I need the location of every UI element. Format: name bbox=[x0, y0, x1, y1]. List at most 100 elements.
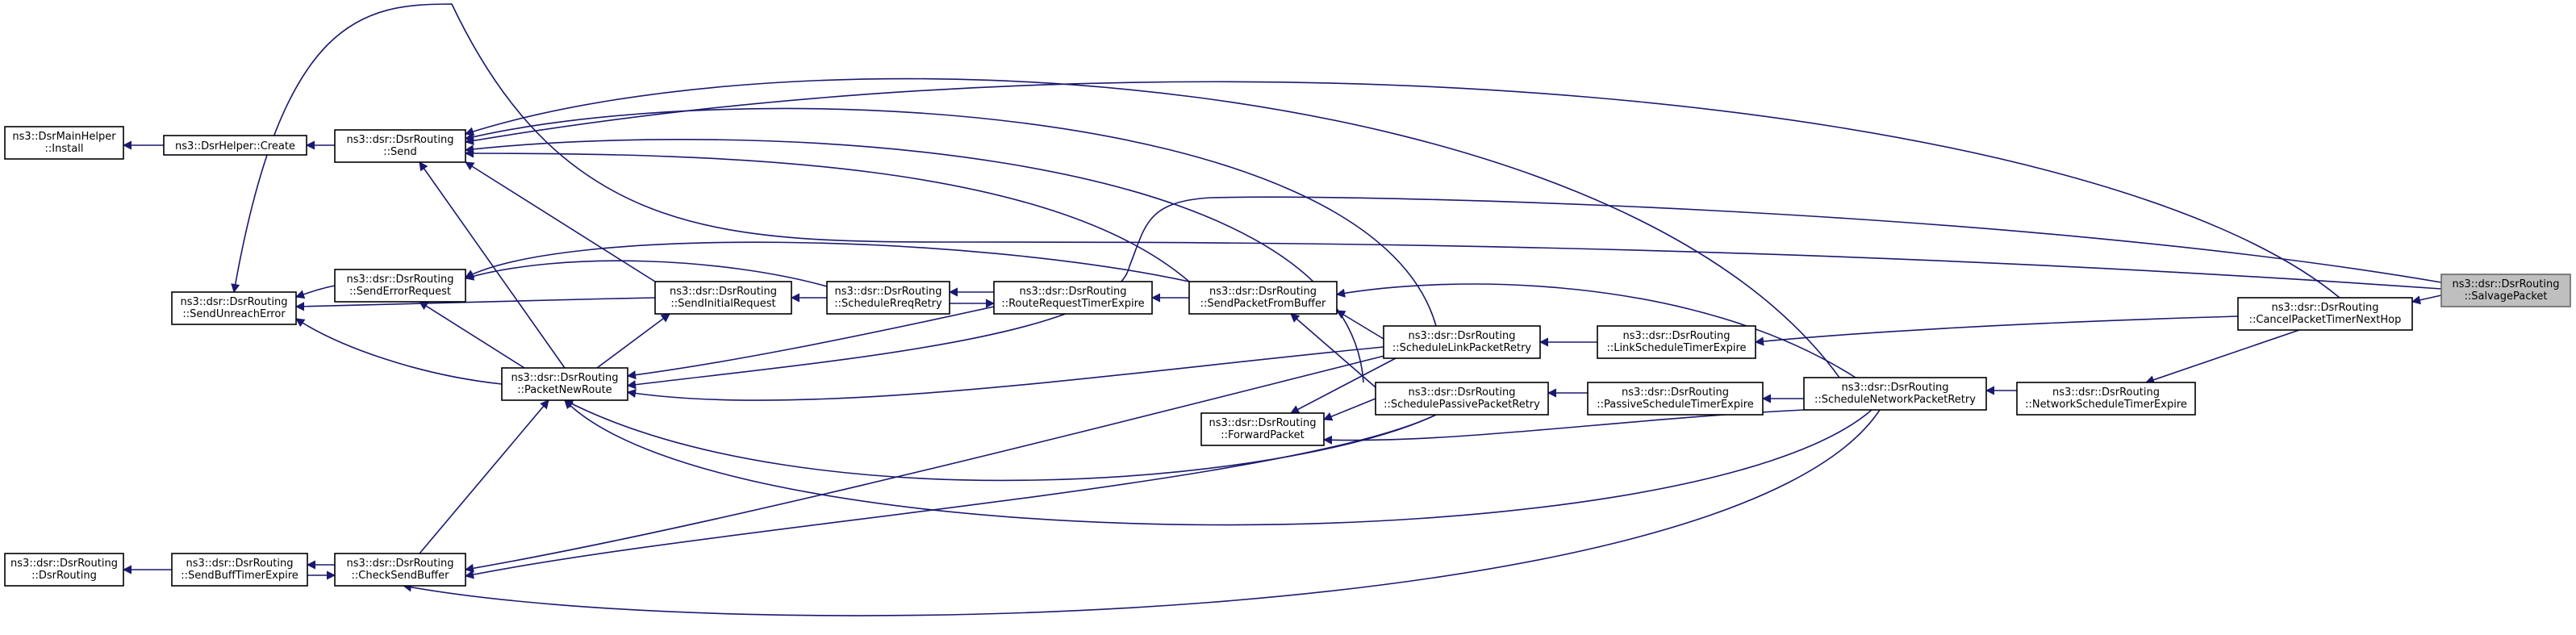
node-box bbox=[826, 281, 950, 315]
node-label-line1: ns3::dsr::DsrRouting bbox=[2453, 278, 2560, 290]
node-send-from-buffer[interactable]: ns3::dsr::DsrRouting::SendPacketFromBuff… bbox=[1188, 281, 1338, 315]
edge-sched_rreq-to-send_error bbox=[464, 260, 828, 287]
node-label-line2: ::ScheduleLinkPacketRetry bbox=[1392, 342, 1532, 354]
node-box bbox=[163, 135, 307, 156]
node-label-line1: ns3::dsr::DsrRouting bbox=[1020, 286, 1127, 298]
node-check-buffer[interactable]: ns3::dsr::DsrRouting::CheckSendBuffer bbox=[334, 553, 466, 587]
edge-rreq_timer-to-packet_new_route bbox=[626, 306, 995, 380]
node-label-line2: ::PacketNewRoute bbox=[517, 384, 612, 396]
node-label-line1: ns3::DsrMainHelper bbox=[12, 131, 116, 143]
node-box bbox=[171, 553, 308, 587]
edge-packet_new_route-to-send_initial bbox=[596, 313, 670, 369]
edge-packet_new_route-to-send_unreach bbox=[295, 318, 503, 385]
node-label-line2: ::DsrRouting bbox=[31, 570, 97, 582]
edge-sched_link-to-forward bbox=[1290, 357, 1397, 414]
edge-cancel_timer-to-send bbox=[464, 81, 2340, 299]
node-box bbox=[334, 553, 466, 587]
node-label-line1: ns3::dsr::DsrRouting bbox=[1623, 330, 1731, 342]
edge-cancel_timer-to-network_timer bbox=[2144, 329, 2300, 385]
node-label-line2: ::SendErrorRequest bbox=[349, 286, 451, 298]
edge-sched_network-to-packet_new_route bbox=[564, 399, 1873, 526]
edge-sched_link-to-check_buffer bbox=[464, 354, 1388, 573]
node-link-timer[interactable]: ns3::dsr::DsrRouting::LinkScheduleTimerE… bbox=[1597, 325, 1756, 359]
edge-sched_network-to-send bbox=[464, 77, 1840, 378]
node-send-initial[interactable]: ns3::dsr::DsrRouting::SendInitialRequest bbox=[654, 281, 792, 315]
node-label-line2: ::ForwardPacket bbox=[1221, 429, 1305, 441]
node-label-line2: ::RouteRequestTimerExpire bbox=[1001, 298, 1144, 310]
node-main-install[interactable]: ns3::DsrMainHelper::Install bbox=[4, 126, 124, 160]
edge-salvage-to-cancel_timer bbox=[2411, 295, 2442, 305]
node-network-timer[interactable]: ns3::dsr::DsrRouting::NetworkScheduleTim… bbox=[2016, 382, 2196, 416]
node-box bbox=[1597, 325, 1756, 359]
node-label-line1: ns3::dsr::DsrRouting bbox=[2272, 302, 2379, 314]
node-label-line2: ::Send bbox=[383, 146, 417, 158]
edge-sched_passive-to-check_buffer bbox=[464, 414, 1437, 579]
node-label-line1: ns3::dsr::DsrRouting bbox=[181, 296, 288, 308]
edge-sched_passive-to-packet_new_route bbox=[564, 399, 1437, 482]
node-box bbox=[501, 367, 628, 401]
edge-sched_network-to-check_buffer bbox=[402, 409, 1881, 616]
edge-salvage-to-packet_new_route bbox=[626, 196, 2442, 390]
edge-sched_link-to-send_from_buffer bbox=[1336, 310, 1384, 340]
node-label-line1: ns3::DsrHelper::Create bbox=[175, 140, 295, 152]
node-sched-network[interactable]: ns3::dsr::DsrRouting::ScheduleNetworkPac… bbox=[1803, 377, 1987, 411]
node-sched-passive[interactable]: ns3::dsr::DsrRouting::SchedulePassivePac… bbox=[1375, 382, 1549, 416]
node-label-line2: ::SendUnreachError bbox=[182, 308, 286, 320]
node-label-line1: ns3::dsr::DsrRouting bbox=[1622, 386, 1729, 399]
edge-send_initial-to-send_unreach bbox=[294, 297, 656, 311]
node-label-line2: ::SendBuffTimerExpire bbox=[181, 570, 299, 582]
node-label-line1: ns3::dsr::DsrRouting bbox=[347, 558, 454, 570]
node-label-line2: ::CheckSendBuffer bbox=[352, 570, 450, 582]
node-cancel-timer[interactable]: ns3::dsr::DsrRouting::CancelPacketTimerN… bbox=[2237, 297, 2413, 331]
node-box bbox=[993, 281, 1153, 315]
node-rreq-timer[interactable]: ns3::dsr::DsrRouting::RouteRequestTimerE… bbox=[993, 281, 1153, 315]
node-label-line1: ns3::dsr::DsrRouting bbox=[1409, 386, 1516, 399]
node-sched-rreq[interactable]: ns3::dsr::DsrRouting::ScheduleRreqRetry bbox=[826, 281, 950, 315]
node-label-line2: ::LinkScheduleTimerExpire bbox=[1606, 342, 1746, 354]
edge-sched_passive-to-send_from_buffer bbox=[1290, 313, 1376, 388]
edge-packet_new_route-to-send bbox=[419, 161, 566, 369]
edge-sched_passive-to-forward bbox=[1322, 398, 1376, 421]
node-forward[interactable]: ns3::dsr::DsrRouting::ForwardPacket bbox=[1200, 412, 1325, 446]
node-label-line2: ::PassiveScheduleTimerExpire bbox=[1597, 399, 1754, 411]
node-label-line2: ::CancelPacketTimerNextHop bbox=[2249, 314, 2402, 326]
node-label-line1: ns3::dsr::DsrRouting bbox=[186, 558, 294, 570]
node-passive-timer[interactable]: ns3::dsr::DsrRouting::PassiveScheduleTim… bbox=[1587, 382, 1764, 416]
node-box bbox=[1200, 412, 1325, 446]
edge-cancel_timer-to-link_timer bbox=[1754, 315, 2239, 346]
node-label-line2: ::SchedulePassivePacketRetry bbox=[1384, 399, 1540, 411]
node-box bbox=[1587, 382, 1764, 416]
node-helper-create[interactable]: ns3::DsrHelper::Create bbox=[163, 135, 307, 156]
node-label-line2: ::NetworkScheduleTimerExpire bbox=[2025, 399, 2187, 411]
node-box bbox=[334, 129, 466, 163]
node-label-line1: ns3::dsr::DsrRouting bbox=[670, 286, 777, 298]
node-salvage[interactable]: ns3::dsr::DsrRouting::SalvagePacket bbox=[2440, 274, 2571, 307]
edge-send_error-to-send_unreach bbox=[294, 285, 336, 299]
node-label-line2: ::ScheduleNetworkPacketRetry bbox=[1814, 394, 1976, 406]
node-send-error[interactable]: ns3::dsr::DsrRouting::SendErrorRequest bbox=[334, 269, 466, 303]
node-label-line2: ::Install bbox=[45, 143, 84, 155]
node-dsr-ctor[interactable]: ns3::dsr::DsrRouting::DsrRouting bbox=[4, 553, 124, 587]
node-box bbox=[654, 281, 792, 315]
node-box bbox=[4, 553, 124, 587]
edge-salvage-to-send_unreach bbox=[231, 3, 2442, 294]
node-label-line1: ns3::dsr::DsrRouting bbox=[1209, 286, 1317, 298]
node-box bbox=[334, 269, 466, 303]
node-box bbox=[1803, 377, 1987, 411]
node-packet-new-route[interactable]: ns3::dsr::DsrRouting::PacketNewRoute bbox=[501, 367, 628, 401]
node-send-unreach[interactable]: ns3::dsr::DsrRouting::SendUnreachError bbox=[171, 291, 297, 325]
edge-send_initial-to-send bbox=[465, 161, 656, 282]
node-label-line2: ::SalvagePacket bbox=[2464, 290, 2547, 303]
node-send[interactable]: ns3::dsr::DsrRouting::Send bbox=[334, 129, 466, 163]
node-box bbox=[1375, 382, 1549, 416]
node-box bbox=[4, 126, 124, 160]
edge-send_from_buffer-to-send bbox=[464, 148, 1190, 282]
node-buff-timer[interactable]: ns3::dsr::DsrRouting::SendBuffTimerExpir… bbox=[171, 553, 308, 587]
node-label-line1: ns3::dsr::DsrRouting bbox=[1209, 417, 1317, 429]
edge-send_from_buffer-to-send_error bbox=[465, 241, 1190, 282]
node-sched-link[interactable]: ns3::dsr::DsrRouting::ScheduleLinkPacket… bbox=[1383, 325, 1541, 359]
node-label-line1: ns3::dsr::DsrRouting bbox=[347, 274, 454, 286]
node-box bbox=[1188, 281, 1338, 315]
node-label-line1: ns3::dsr::DsrRouting bbox=[835, 286, 942, 298]
